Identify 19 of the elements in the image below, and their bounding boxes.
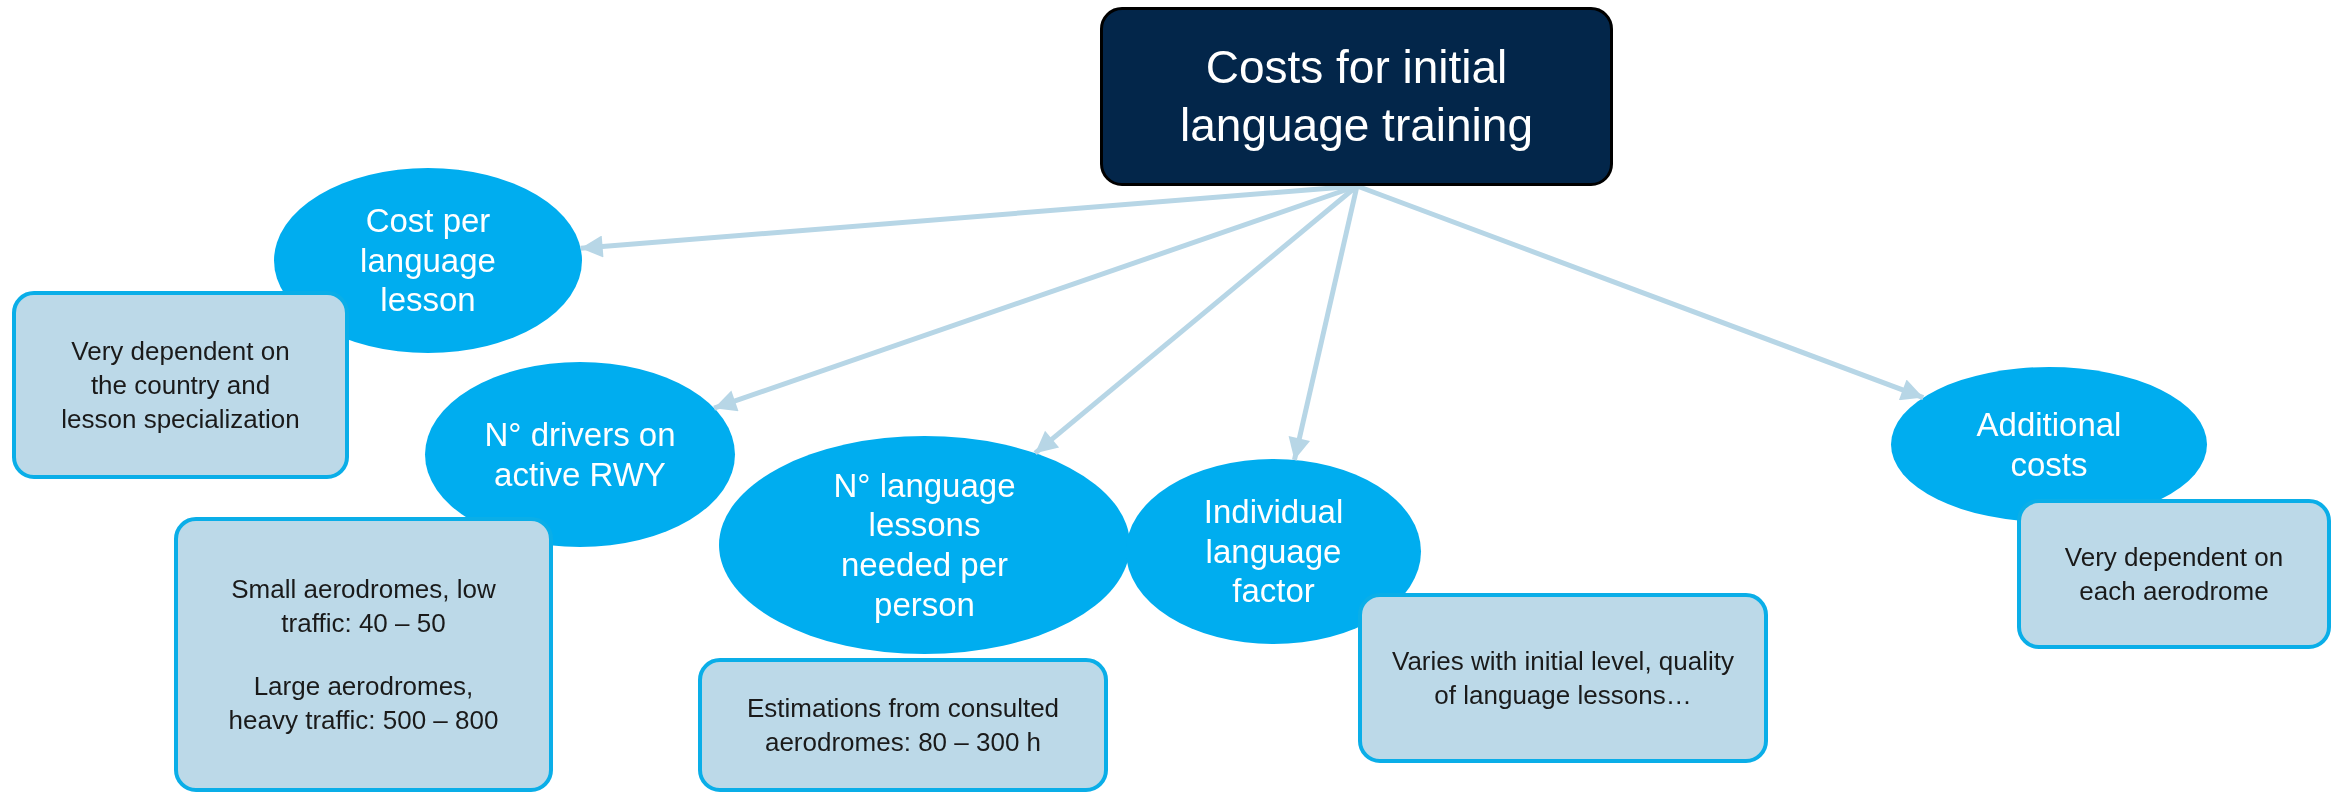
note-text: Large aerodromes, heavy traffic: 500 – 800 bbox=[227, 669, 500, 737]
note-text: Very dependent on each aerodrome bbox=[2063, 540, 2285, 608]
note-text: Estimations from consulted aerodromes: 80 – 300 h bbox=[745, 691, 1061, 759]
arrow bbox=[1356, 183, 1925, 401]
note-box bbox=[174, 517, 553, 792]
topic-label: Cost per language lesson bbox=[359, 201, 497, 320]
title-text: Costs for initial language training bbox=[1179, 40, 1534, 153]
topic-label: Individual language factor bbox=[1202, 492, 1345, 611]
note-box bbox=[12, 291, 349, 479]
title-box bbox=[1100, 7, 1613, 186]
note-box bbox=[1358, 593, 1768, 763]
topic-label: N° language lessons needed per person bbox=[832, 465, 1017, 625]
note-box bbox=[698, 658, 1108, 792]
note-text: Small aerodromes, low traffic: 40 – 50 bbox=[230, 572, 497, 641]
note-text: Varies with initial level, quality of language lessons… bbox=[1391, 644, 1735, 712]
note-box bbox=[2017, 499, 2331, 649]
topic-label: N° drivers on active RWY bbox=[483, 414, 677, 495]
note-text: Very dependent on the country and lesson specialization bbox=[60, 334, 301, 437]
topic-label: Additional costs bbox=[1975, 404, 2123, 485]
